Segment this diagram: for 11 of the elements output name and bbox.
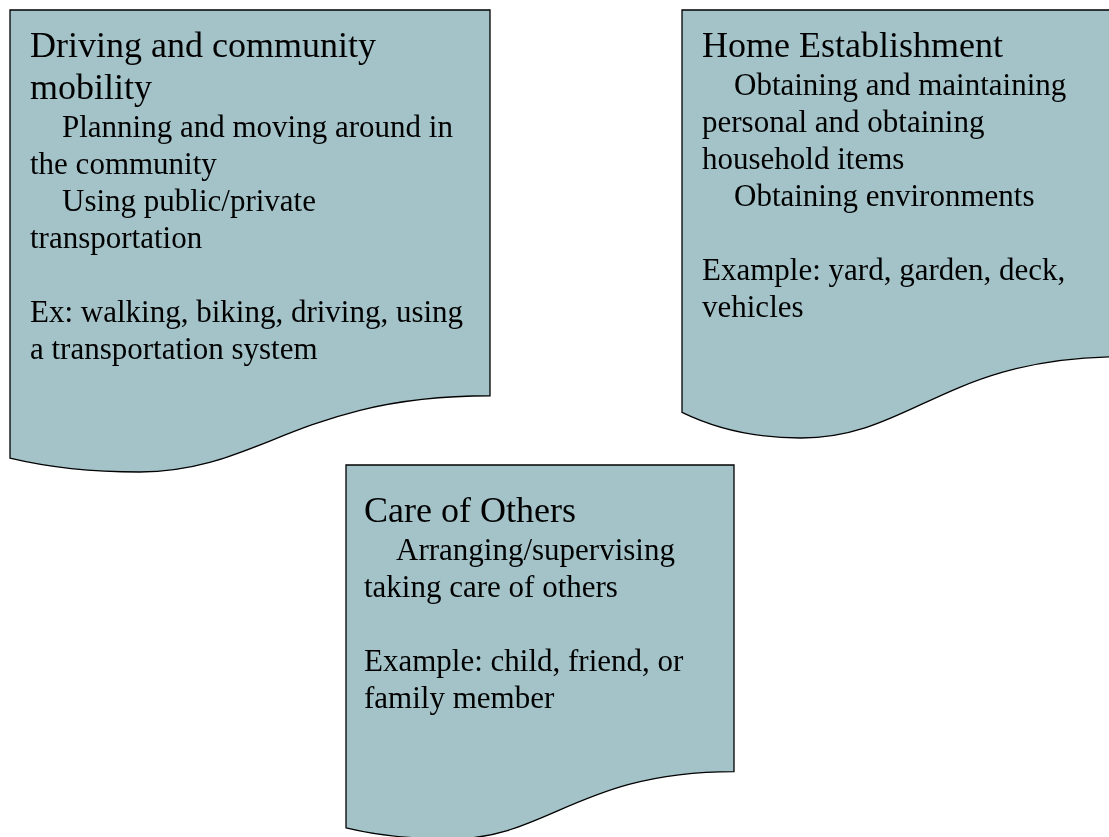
- node-description: Obtaining and maintaining personal and obtaining household items: [702, 66, 1068, 177]
- node-description: Obtaining environments: [733, 177, 1036, 214]
- example-text: Ex: walking, biking, driving, using a transportation system: [30, 293, 465, 367]
- node-heading: Driving and community mobility: [30, 24, 377, 108]
- example-text: Example: child, friend, or family member: [364, 642, 685, 716]
- node-heading: Care of Others: [364, 489, 577, 531]
- node-description: Using public/private transportation: [30, 182, 317, 256]
- node-description: Planning and moving around in the community: [30, 108, 454, 182]
- node-heading: Home Establishment: [702, 24, 1004, 66]
- node-description: Arranging/supervising taking care of others: [364, 531, 676, 605]
- example-text: Example: yard, garden, deck, vehicles: [702, 251, 1067, 325]
